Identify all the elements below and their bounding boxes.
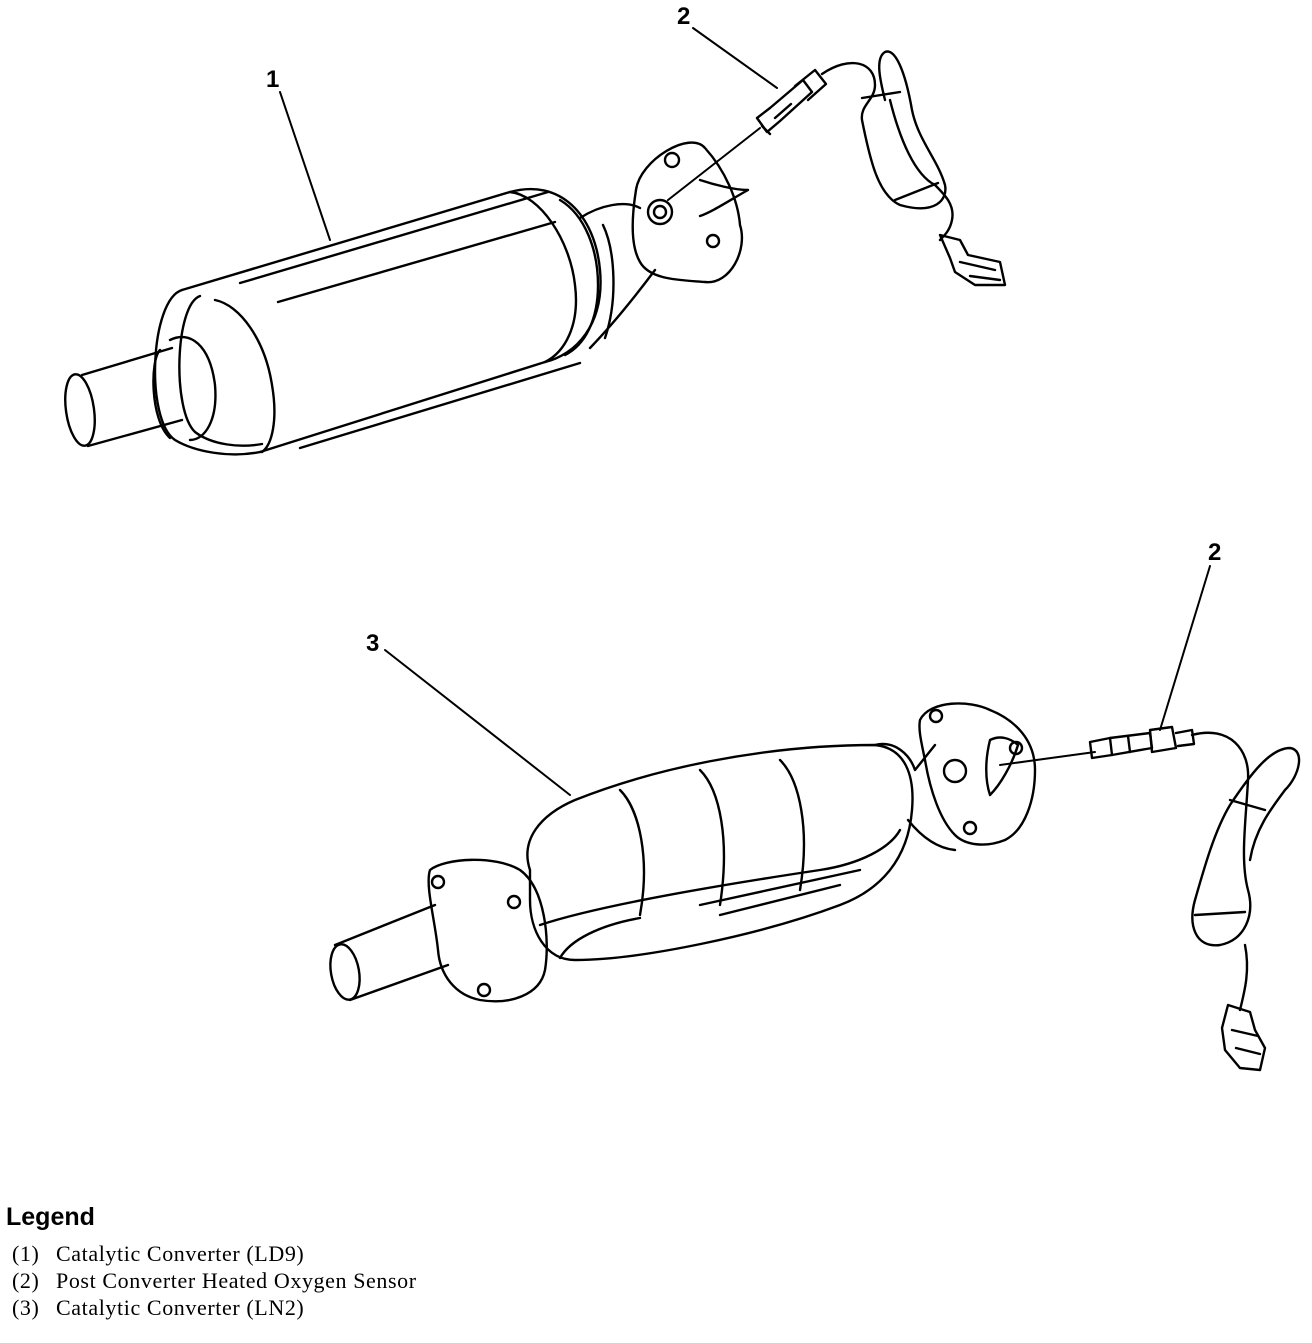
callout-2-top: 2 <box>677 3 691 30</box>
legend-item-text: Catalytic Converter (LD9) <box>56 1240 305 1266</box>
sensor-bottom-harness <box>1190 731 1301 947</box>
ln2-inlet-pipe <box>333 903 450 1002</box>
ld9-inlet-pipe-opening <box>64 373 96 447</box>
ld9-front-end <box>153 288 262 456</box>
catalytic-converter-ln2 <box>329 702 1096 1003</box>
ln2-outlet-flange <box>918 702 1037 846</box>
ln2-body <box>526 743 914 962</box>
oxygen-sensor-bottom <box>1088 725 1301 1072</box>
sensor-top-connector <box>938 233 1007 287</box>
sensor-top-body <box>755 78 814 134</box>
ln2-rear-cone <box>873 742 957 852</box>
sensor-bottom-body <box>1088 731 1154 760</box>
ln2-sensor-port <box>942 758 968 784</box>
ld9-body-seam <box>238 190 582 450</box>
callout-1: 1 <box>266 66 280 93</box>
ld9-rear-cone <box>578 202 657 350</box>
ld9-rear-end <box>508 190 578 364</box>
catalytic-converter-ld9 <box>64 127 761 456</box>
ln2-inlet-flange <box>427 858 548 1003</box>
legend-item-number: (2) <box>12 1267 40 1293</box>
ln2-ribs <box>618 758 806 917</box>
legend: Legend (1) Catalytic Converter (LD9) (2) P… <box>6 1203 706 1321</box>
leader-3 <box>384 649 571 796</box>
legend-item: (3) Catalytic Converter (LN2) <box>12 1294 706 1321</box>
sensor-bottom-connector <box>1220 1003 1267 1072</box>
ld9-sensor-port <box>646 198 674 226</box>
ld9-flange <box>631 141 744 284</box>
ld9-flange-bolt-hole <box>663 151 681 169</box>
ln2-inlet-pipe-opening <box>329 943 361 1001</box>
sensor-bottom-hex <box>1148 725 1178 754</box>
ld9-outlet-pipe-cut <box>698 178 750 218</box>
legend-list: (1) Catalytic Converter (LD9) (2) Post Con… <box>6 1240 706 1321</box>
leader-2-bottom <box>1159 565 1211 731</box>
callout-3: 3 <box>366 630 380 657</box>
sensor-top-harness <box>820 50 947 210</box>
legend-title: Legend <box>6 1203 95 1231</box>
leader-1 <box>279 91 331 241</box>
legend-item-text: Post Converter Heated Oxygen Sensor <box>56 1267 417 1293</box>
legend-item-text: Catalytic Converter (LN2) <box>56 1294 305 1320</box>
legend-item: (1) Catalytic Converter (LD9) <box>12 1240 706 1267</box>
sensor-top-hex <box>793 68 828 102</box>
legend-item-number: (1) <box>12 1240 40 1266</box>
oxygen-sensor-top <box>755 50 1007 287</box>
legend-item-number: (3) <box>12 1294 40 1320</box>
leader-2-top <box>692 27 778 89</box>
ld9-front-collar <box>168 335 217 442</box>
callout-2-bottom: 2 <box>1208 539 1222 566</box>
ld9-body <box>180 187 602 454</box>
legend-item: (2) Post Converter Heated Oxygen Sensor <box>12 1267 706 1294</box>
